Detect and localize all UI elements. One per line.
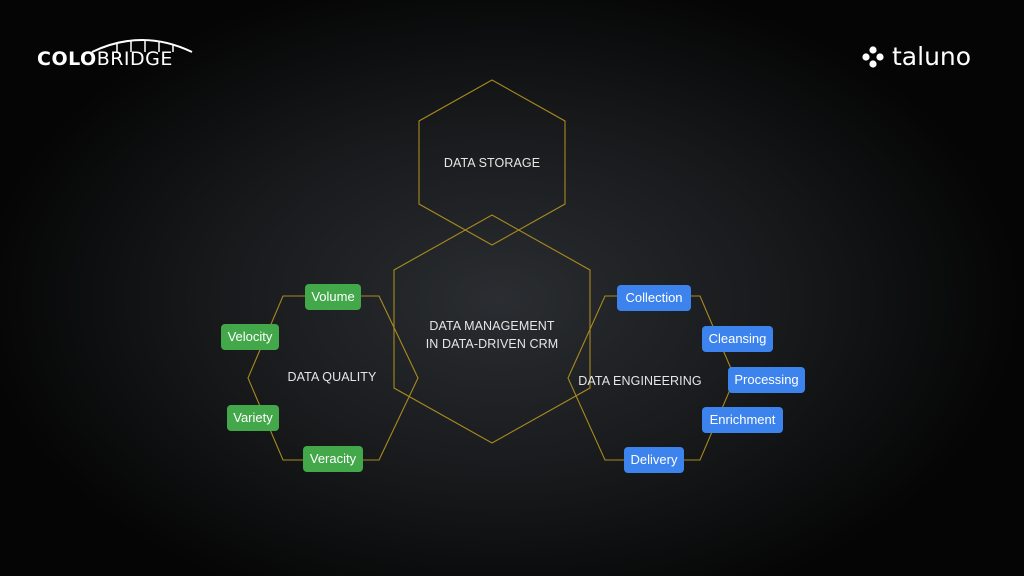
tag-veracity: Veracity	[303, 446, 363, 472]
tag-delivery: Delivery	[624, 447, 684, 473]
engineering-label: DATA ENGINEERING	[578, 374, 702, 388]
tag-processing: Processing	[728, 367, 805, 393]
center-label-line2: IN DATA-DRIVEN CRM	[425, 337, 559, 351]
tag-collection: Collection	[617, 285, 691, 311]
storage-label: DATA STORAGE	[443, 156, 541, 170]
tag-variety: Variety	[227, 405, 279, 431]
logo-text-light: BRIDGE	[96, 48, 173, 70]
tag-velocity: Velocity	[221, 324, 279, 350]
engineering-hexagon	[567, 295, 736, 461]
quality-hexagon	[247, 295, 419, 461]
logo-text-bold: COLO	[37, 48, 97, 70]
center-label-line1: DATA MANAGEMENT	[429, 319, 555, 333]
storage-hexagon	[418, 79, 566, 246]
quality-label: DATA QUALITY	[287, 370, 377, 384]
taluno-wordmark: taluno	[892, 42, 972, 71]
center-hexagon	[393, 214, 591, 444]
tag-volume: Volume	[305, 284, 361, 310]
tag-cleansing: Cleansing	[702, 326, 773, 352]
taluno-mark-icon	[862, 46, 884, 68]
bridge-icon	[91, 39, 193, 53]
tag-enrichment: Enrichment	[702, 407, 783, 433]
colobridge-logo: COLOBRIDGE	[37, 36, 193, 70]
